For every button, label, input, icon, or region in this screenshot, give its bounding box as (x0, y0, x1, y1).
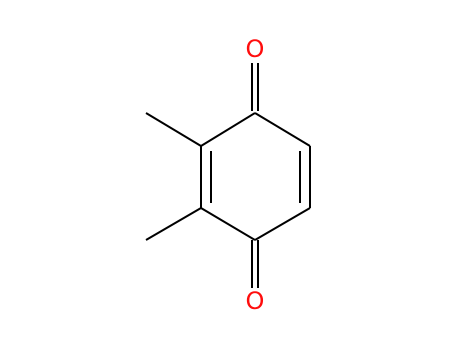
bottom-oxygen-label: O (246, 287, 265, 315)
bond-c6-methyl (145, 112, 202, 147)
bond-c5-methyl (145, 207, 202, 241)
top-oxygen-label: O (246, 35, 265, 63)
bond-c6-c1 (200, 112, 256, 147)
bond-c1-c2 (254, 112, 311, 147)
bond-c3-c4 (254, 207, 311, 241)
bond-c4-c5 (200, 207, 256, 241)
